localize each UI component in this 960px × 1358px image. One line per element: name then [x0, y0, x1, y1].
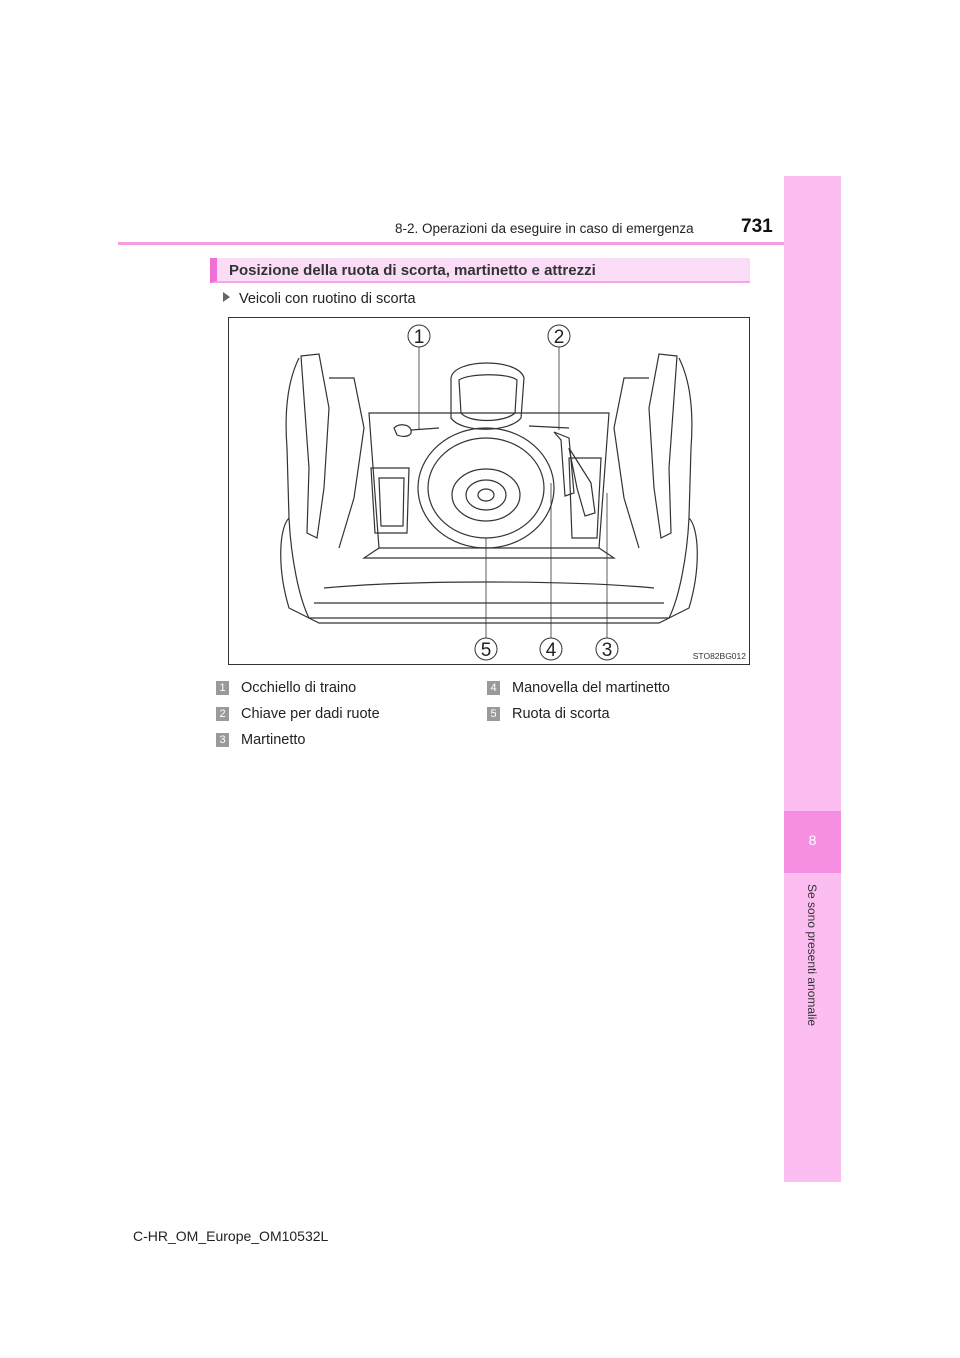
- header-rule: [118, 242, 841, 245]
- section-heading-text: Posizione della ruota di scorta, martine…: [229, 262, 596, 279]
- page-number: 731: [741, 216, 773, 237]
- legend-number-badge: 4: [487, 681, 500, 695]
- sub-item-label: Veicoli con ruotino di scorta: [239, 291, 416, 307]
- legend-label: Manovella del martinetto: [512, 680, 670, 696]
- legend-label: Occhiello di traino: [241, 680, 357, 696]
- legend-item-5: 5 Ruota di scorta: [487, 705, 610, 723]
- callout-5-label: 5: [481, 640, 492, 661]
- legend-item-2: 2 Chiave per dadi ruote: [216, 705, 380, 723]
- legend-item-3: 3 Martinetto: [216, 731, 305, 749]
- callout-1: 1: [407, 324, 431, 348]
- section-heading: Posizione della ruota di scorta, martine…: [210, 258, 750, 283]
- sub-item: Veicoli con ruotino di scorta: [223, 291, 416, 307]
- callout-2-label: 2: [554, 327, 565, 348]
- chapter-number: 8: [808, 832, 817, 848]
- triangle-bullet-icon: [223, 292, 230, 302]
- figure-code: STO82BG012: [692, 651, 746, 661]
- legend-item-4: 4 Manovella del martinetto: [487, 679, 670, 697]
- callout-3-label: 3: [602, 640, 613, 661]
- callout-2: 2: [547, 324, 571, 348]
- callout-4-label: 4: [546, 640, 557, 661]
- legend-label: Martinetto: [241, 732, 306, 748]
- legend-label: Ruota di scorta: [512, 706, 610, 722]
- callout-3: 3: [595, 637, 619, 661]
- legend-number-badge: 3: [216, 733, 229, 747]
- legend-label: Chiave per dadi ruote: [241, 706, 380, 722]
- legend-number-badge: 2: [216, 707, 229, 721]
- legend-number-badge: 5: [487, 707, 500, 721]
- trunk-drawing: 1 2 5 4 3: [280, 324, 698, 661]
- legend-item-1: 1 Occhiello di traino: [216, 679, 356, 697]
- callout-1-label: 1: [414, 327, 425, 348]
- chapter-title: Se sono presenti anomalie: [805, 883, 819, 1027]
- callout-5: 5: [474, 637, 498, 661]
- footer-document-id: C-HR_OM_Europe_OM10532L: [133, 1228, 329, 1244]
- chapter-number-box: 8: [784, 811, 841, 873]
- legend-number-badge: 1: [216, 681, 229, 695]
- trunk-illustration: 1 2 5 4 3 STO82BG012: [228, 317, 750, 665]
- chapter-side-tab: [784, 176, 841, 1182]
- running-header: 8-2. Operazioni da eseguire in caso di e…: [395, 221, 694, 236]
- callout-4: 4: [539, 637, 563, 661]
